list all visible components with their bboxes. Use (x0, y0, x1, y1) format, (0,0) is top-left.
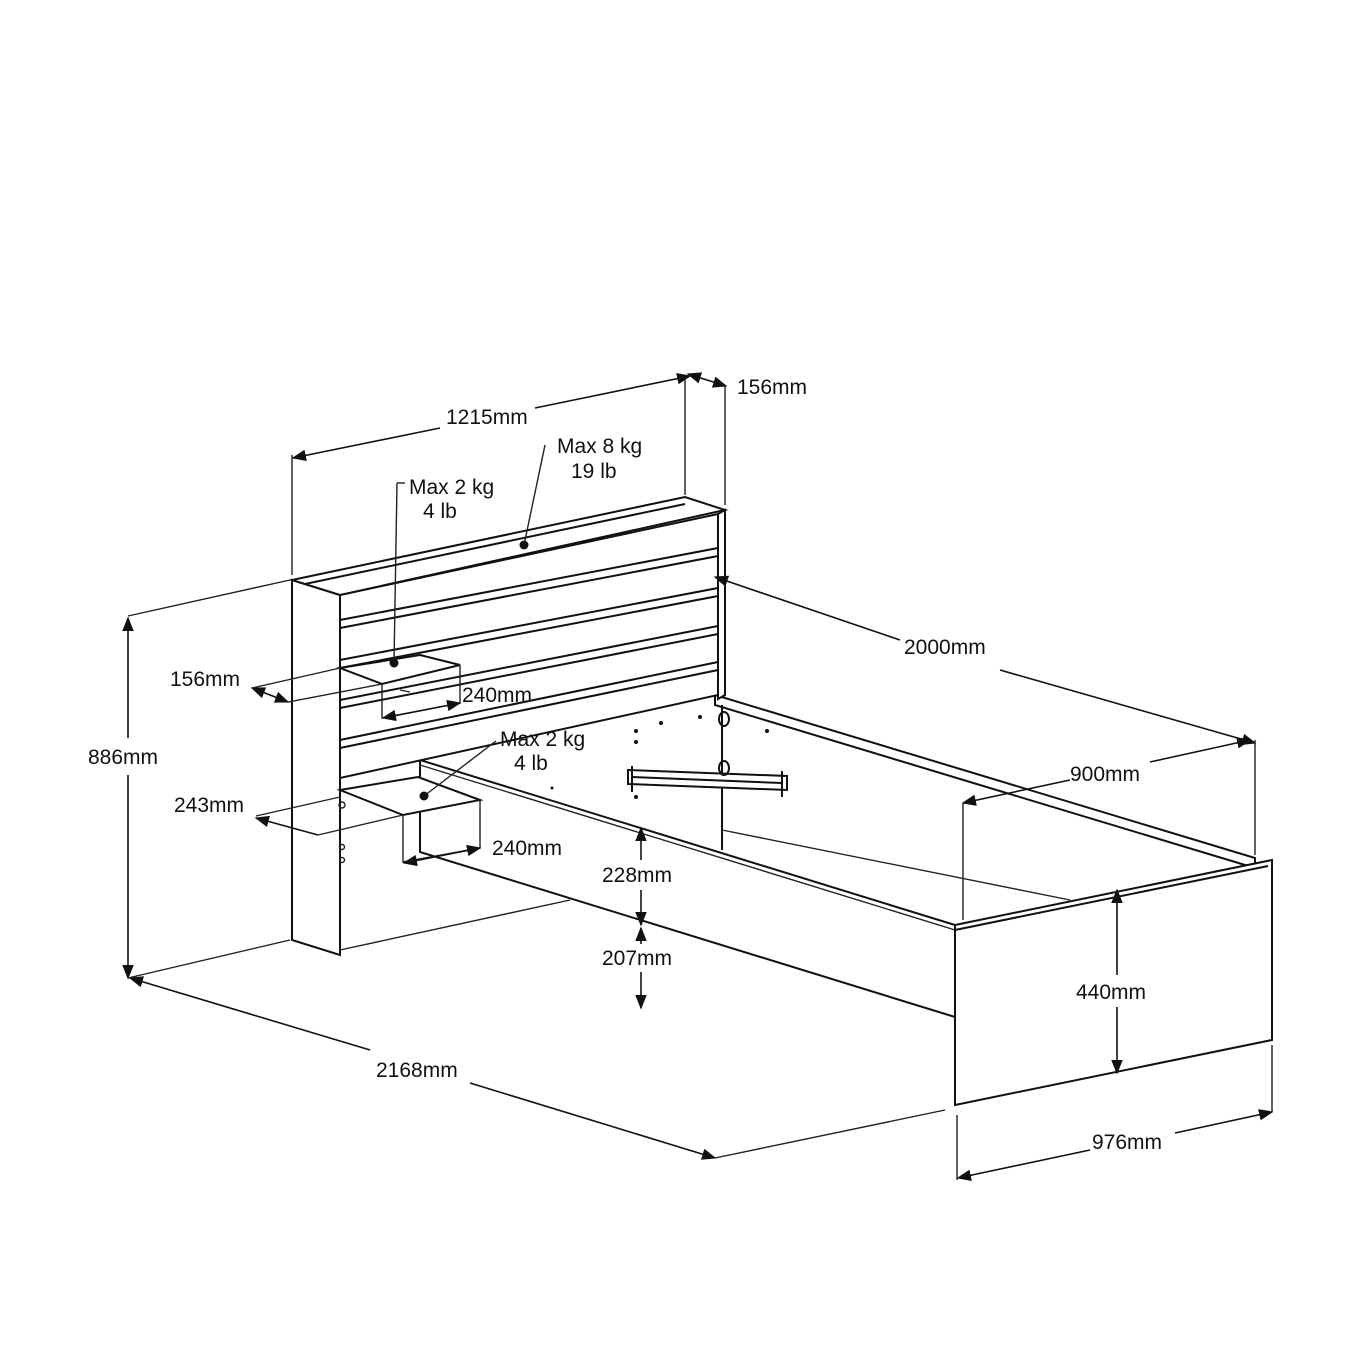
upper-shelf-width-label: 240mm (462, 684, 532, 707)
lower-shelf-width-label: 240mm (492, 837, 562, 860)
headboard-depth-label: 156mm (737, 376, 807, 399)
top-shelf-load-kg: Max 8 kg (557, 435, 642, 458)
floor-clearance-label: 207mm (602, 947, 672, 970)
load-leaders (389, 444, 546, 801)
bed-drawing (288, 495, 1273, 1107)
dimension-lines (122, 372, 1274, 1181)
cross-bar (550, 711, 788, 799)
upper-shelf-depth-label: 156mm (170, 668, 240, 691)
total-length-label: 2168mm (376, 1059, 458, 1082)
total-height-label: 886mm (88, 746, 158, 769)
labels: 1215mm 156mm 2000mm 900mm 886mm 156mm 24… (88, 376, 1162, 1154)
footboard-height-label: 440mm (1076, 981, 1146, 1004)
frame-height-label: 228mm (602, 864, 672, 887)
mattress-width-label: 900mm (1070, 763, 1140, 786)
lower-shelf-load-kg: Max 2 kg (500, 728, 585, 751)
lower-shelf-load-lb: 4 lb (514, 752, 548, 775)
upper-shelf-load-lb: 4 lb (423, 500, 457, 523)
bed-length-label: 2000mm (904, 636, 986, 659)
total-width-label: 976mm (1092, 1131, 1162, 1154)
headboard-width-label: 1215mm (446, 406, 528, 429)
upper-shelf-load-kg: Max 2 kg (409, 476, 494, 499)
top-shelf-load-lb: 19 lb (571, 460, 617, 483)
lower-shelf-depth-label: 243mm (174, 794, 244, 817)
